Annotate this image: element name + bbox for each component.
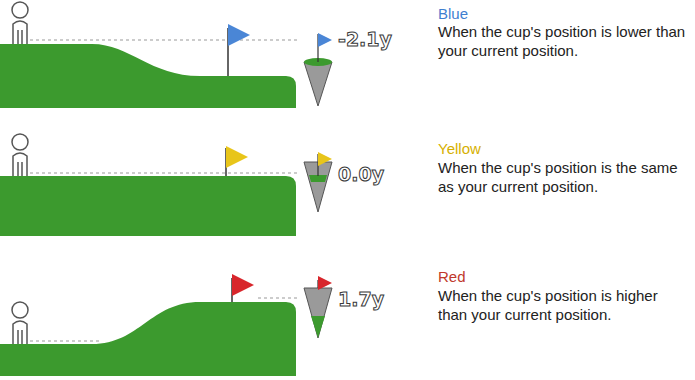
row-same <box>0 134 332 236</box>
level-line <box>30 39 300 40</box>
flag <box>226 146 248 168</box>
color-name: Blue <box>438 5 468 22</box>
cup-green <box>311 316 325 338</box>
ground <box>0 44 296 108</box>
flag <box>232 274 254 296</box>
row-higher <box>0 274 332 376</box>
cup-flag <box>318 152 332 166</box>
player-body <box>13 21 27 44</box>
level-line <box>258 297 300 298</box>
flag <box>228 24 250 46</box>
level-line <box>30 172 300 173</box>
cup-icon <box>304 288 332 338</box>
row-lower <box>0 2 332 108</box>
ground <box>0 176 296 236</box>
description: When the cup's position is the same as y… <box>438 158 688 196</box>
description: When the cup's position is lower than yo… <box>438 22 688 60</box>
height-value: 1.7y <box>338 288 384 310</box>
player-head <box>12 302 28 318</box>
ground <box>0 302 296 376</box>
color-name: Red <box>438 268 466 285</box>
color-name: Yellow <box>438 140 481 157</box>
player-head <box>12 134 28 150</box>
cup-flag <box>318 33 332 47</box>
cup-flag <box>318 276 332 290</box>
player-head <box>12 2 28 18</box>
player-body <box>13 321 27 344</box>
level-line <box>30 340 100 341</box>
height-value: -2.1y <box>338 28 392 50</box>
cup-icon <box>304 62 332 106</box>
height-value: 0.0y <box>338 163 384 185</box>
player-body <box>13 153 27 176</box>
cup-green <box>309 175 327 182</box>
description: When the cup's position is higher than y… <box>438 286 688 324</box>
